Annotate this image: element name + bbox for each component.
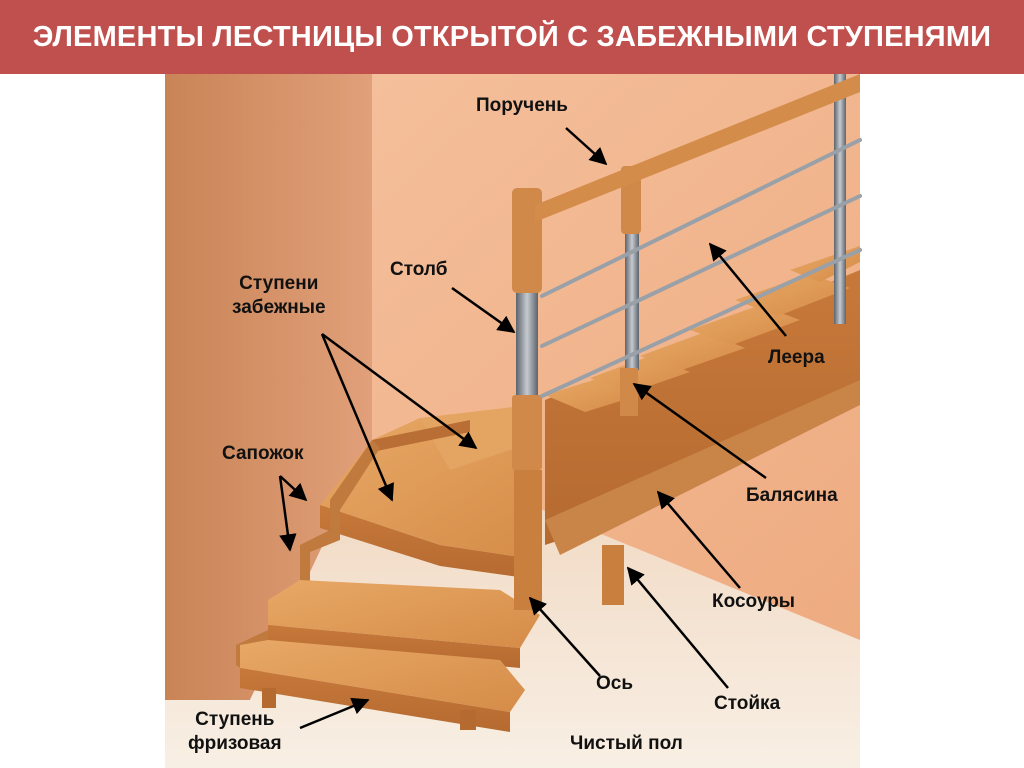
staircase-diagram: Поручень Столб Ступени забежные Леера Са… — [0, 74, 1024, 768]
stringers-label: Косоуры — [712, 591, 796, 612]
finished-floor-label: Чистый пол — [570, 733, 683, 754]
railing-bars — [540, 138, 862, 398]
stringer-upper — [545, 380, 860, 555]
winder-steps-label: Ступени забежные — [232, 272, 326, 320]
title-bar: ЭЛЕМЕНТЫ ЛЕСТНИЦЫ ОТКРЫТОЙ С ЗАБЕЖНЫМИ С… — [0, 0, 1024, 74]
baluster-label: Балясина — [746, 485, 838, 506]
lower-steps — [240, 580, 540, 732]
staircase-illustration — [165, 74, 862, 768]
far-baluster — [834, 74, 846, 324]
boot-label: Сапожок — [222, 443, 304, 464]
bullnose-step-label-line1: Ступень — [195, 709, 275, 730]
page-title: ЭЛЕМЕНТЫ ЛЕСТНИЦЫ ОТКРЫТОЙ С ЗАБЕЖНЫМИ С… — [32, 20, 992, 53]
bullnose-step-label: Ступень фризовая — [188, 708, 282, 756]
callout-arrows — [278, 127, 787, 730]
axis-label: Ось — [596, 673, 634, 694]
baluster — [620, 166, 641, 416]
newel-post-axis — [512, 188, 542, 610]
handrail-label: Поручень — [476, 95, 568, 116]
bullnose-step — [240, 640, 525, 712]
railing-bars-label: Леера — [768, 347, 825, 368]
support-post — [602, 545, 624, 605]
newel-post-label: Столб — [390, 259, 448, 280]
support-post-label: Стойка — [714, 693, 781, 714]
bullnose-step-label-line2: фризовая — [188, 733, 282, 754]
handrail — [535, 74, 860, 222]
winder-steps-label-line2: забежные — [232, 297, 326, 318]
winder-steps-label-line1: Ступени — [239, 273, 319, 294]
